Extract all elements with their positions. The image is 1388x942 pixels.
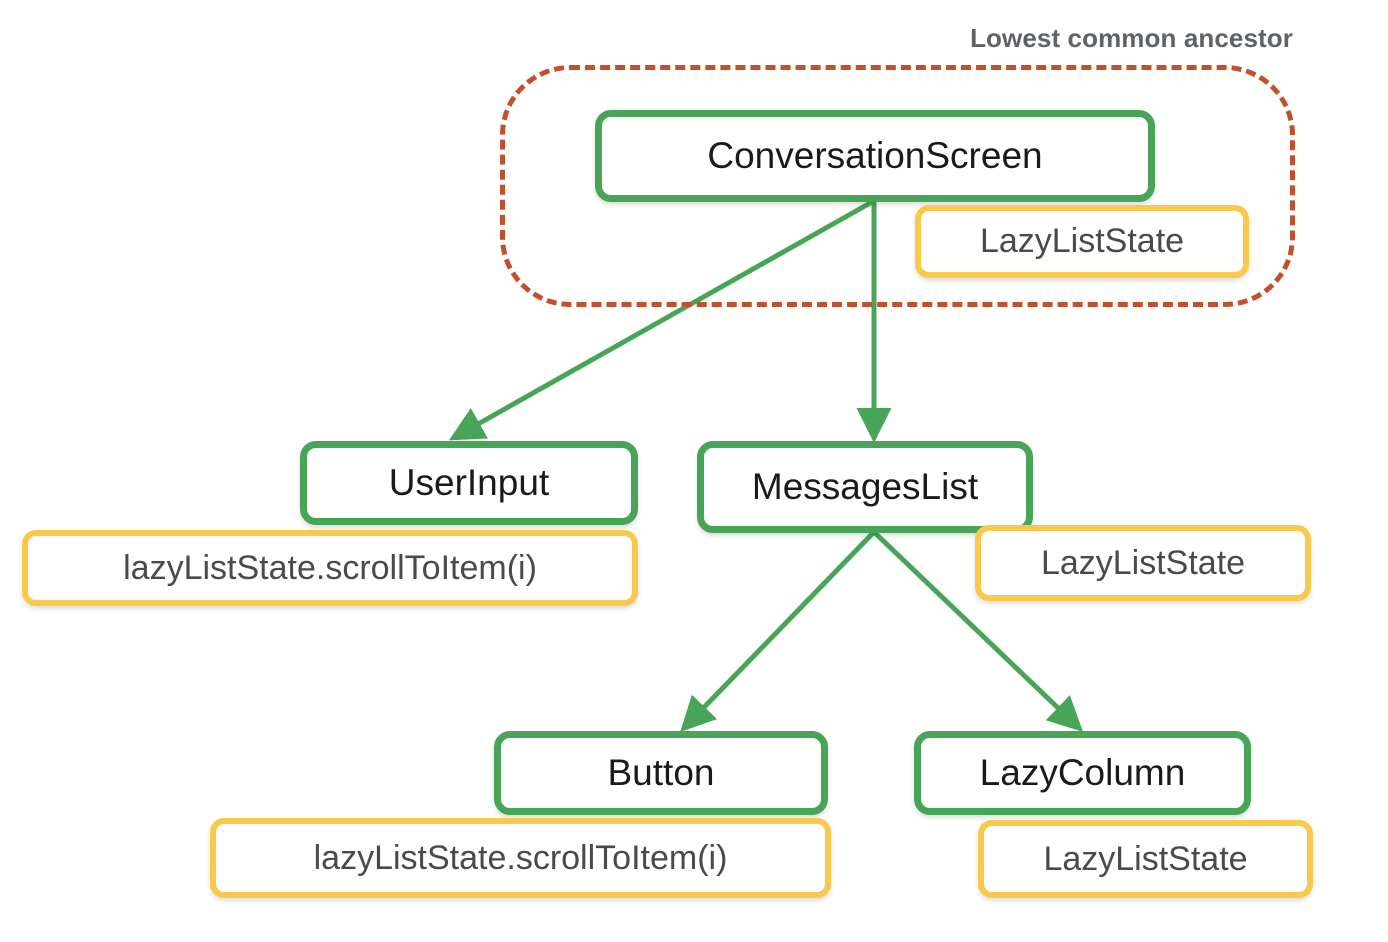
node-lazy-column[interactable]: LazyColumn bbox=[914, 731, 1251, 815]
state-chip-lazy-column[interactable]: LazyListState bbox=[978, 820, 1313, 898]
node-user-input[interactable]: UserInput bbox=[300, 441, 638, 525]
node-messages-list-label: MessagesList bbox=[751, 466, 979, 507]
state-chip-messages-list-label: LazyListState bbox=[1040, 543, 1246, 582]
lowest-common-ancestor-region bbox=[500, 65, 1295, 307]
state-chip-user-input[interactable]: lazyListState.scrollToItem(i) bbox=[22, 530, 638, 606]
state-chip-user-input-label: lazyListState.scrollToItem(i) bbox=[123, 548, 537, 587]
state-chip-conversation-screen-label: LazyListState bbox=[979, 222, 1185, 260]
lowest-common-ancestor-label: Lowest common ancestor bbox=[970, 23, 1293, 53]
node-conversation-screen-label: ConversationScreen bbox=[707, 135, 1043, 176]
state-chip-button[interactable]: lazyListState.scrollToItem(i) bbox=[210, 818, 831, 898]
state-chip-lazy-column-label: LazyListState bbox=[1043, 839, 1248, 878]
node-lazy-column-label: LazyColumn bbox=[979, 752, 1186, 793]
node-user-input-label: UserInput bbox=[388, 462, 550, 503]
node-messages-list[interactable]: MessagesList bbox=[697, 441, 1033, 533]
state-chip-conversation-screen[interactable]: LazyListState bbox=[915, 205, 1249, 278]
node-button-label: Button bbox=[607, 752, 715, 793]
node-button[interactable]: Button bbox=[494, 731, 828, 815]
node-conversation-screen[interactable]: ConversationScreen bbox=[595, 110, 1155, 202]
edge-messageslist-to-button bbox=[680, 530, 876, 733]
state-chip-button-label: lazyListState.scrollToItem(i) bbox=[313, 838, 728, 877]
state-chip-messages-list[interactable]: LazyListState bbox=[975, 525, 1311, 601]
